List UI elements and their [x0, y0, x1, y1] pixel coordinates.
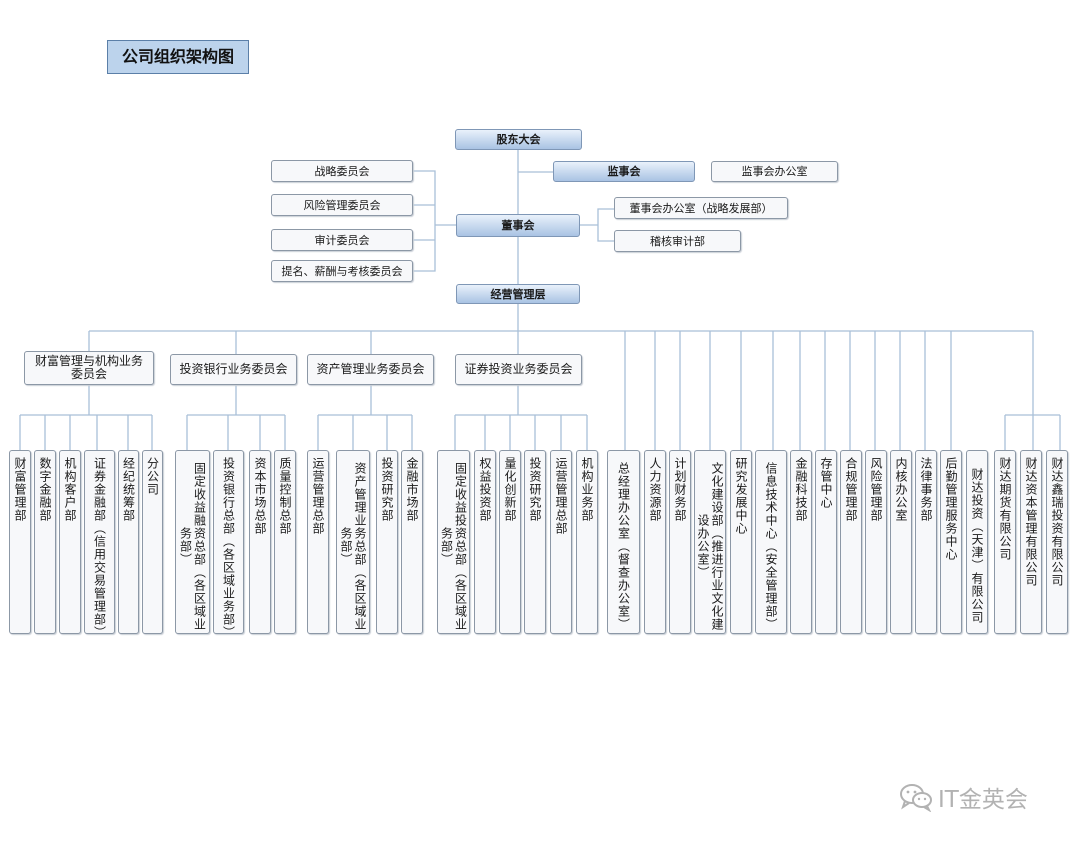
dept-sec-4: 投资研究部 — [524, 450, 546, 634]
dept-direct-1: 总经理办公室（督查办公室） — [607, 450, 640, 634]
wechat-icon — [900, 784, 932, 812]
dept-wealth-1: 财富管理部 — [9, 450, 31, 634]
watermark: IT金英会 — [898, 779, 1048, 815]
shareholders-meeting-node: 股东大会 — [455, 129, 582, 150]
dept-ib-1: 固定收益融资总部（各区域业务部） — [175, 450, 210, 634]
dept-am-1: 运营管理总部 — [307, 450, 329, 634]
dept-sec-6: 机构业务部 — [576, 450, 598, 634]
dept-direct-4: 文化建设部（推进行业文化建设办公室） — [694, 450, 726, 634]
dept-direct-13: 后勤管理服务中心 — [940, 450, 962, 634]
dept-direct-2: 人力资源部 — [644, 450, 666, 634]
dept-ib-2: 投资银行总部（各区域业务部） — [213, 450, 244, 639]
dept-sec-3: 量化创新部 — [499, 450, 521, 634]
dept-ib-4: 质量控制总部 — [274, 450, 296, 634]
dept-direct-5: 研究发展中心 — [730, 450, 752, 634]
board-committee-strategy: 战略委员会 — [271, 160, 413, 182]
board-committee-nomination: 提名、薪酬与考核委员会 — [271, 260, 413, 282]
management-node: 经营管理层 — [456, 284, 580, 304]
page-title: 公司组织架构图 — [107, 40, 249, 74]
subsidiary-1: 财达投资（天津）有限公司 — [966, 450, 988, 634]
audit-department-node: 稽核审计部 — [614, 230, 741, 252]
subsidiary-4: 财达鑫瑞投资有限公司 — [1046, 450, 1068, 634]
committee-asset-management: 资产管理业务委员会 — [307, 354, 434, 385]
dept-sec-2: 权益投资部 — [474, 450, 496, 634]
dept-direct-3: 计划财务部 — [669, 450, 691, 634]
dept-sec-1: 固定收益投资总部（各区域业务部） — [437, 450, 470, 634]
subsidiary-2: 财达期货有限公司 — [994, 450, 1016, 634]
dept-wealth-6: 分公司 — [142, 450, 163, 634]
dept-direct-8: 存管中心 — [815, 450, 837, 634]
supervisory-office-node: 监事会办公室 — [711, 161, 838, 182]
dept-am-4: 金融市场部 — [401, 450, 423, 634]
dept-direct-6: 信息技术中心（安全管理部） — [755, 450, 787, 634]
committee-wealth: 财富管理与机构业务委员会 — [24, 351, 154, 385]
dept-am-2: 资产管理业务总部（各区域业务部） — [336, 450, 370, 634]
dept-sec-5: 运营管理总部 — [550, 450, 572, 634]
dept-direct-10: 风险管理部 — [865, 450, 887, 634]
committee-investment-banking: 投资银行业务委员会 — [170, 354, 297, 385]
dept-direct-7: 金融科技部 — [790, 450, 812, 634]
dept-wealth-5: 经纪统筹部 — [118, 450, 139, 634]
board-office-node: 董事会办公室（战略发展部） — [614, 197, 788, 219]
dept-wealth-2: 数字金融部 — [34, 450, 56, 634]
dept-ib-3: 资本市场总部 — [249, 450, 271, 634]
board-of-directors-node: 董事会 — [456, 214, 580, 237]
dept-direct-12: 法律事务部 — [915, 450, 937, 634]
supervisory-board-node: 监事会 — [553, 161, 695, 182]
committee-securities-investment: 证券投资业务委员会 — [455, 354, 582, 385]
watermark-text: IT金英会 — [938, 787, 1028, 813]
dept-direct-9: 合规管理部 — [840, 450, 862, 634]
dept-wealth-4: 证券金融部（信用交易管理部） — [84, 450, 115, 639]
board-committee-audit: 审计委员会 — [271, 229, 413, 251]
dept-direct-11: 内核办公室 — [890, 450, 912, 634]
subsidiary-3: 财达资本管理有限公司 — [1020, 450, 1042, 634]
board-committee-risk: 风险管理委员会 — [271, 194, 413, 216]
dept-wealth-3: 机构客户部 — [59, 450, 81, 634]
dept-am-3: 投资研究部 — [376, 450, 398, 634]
